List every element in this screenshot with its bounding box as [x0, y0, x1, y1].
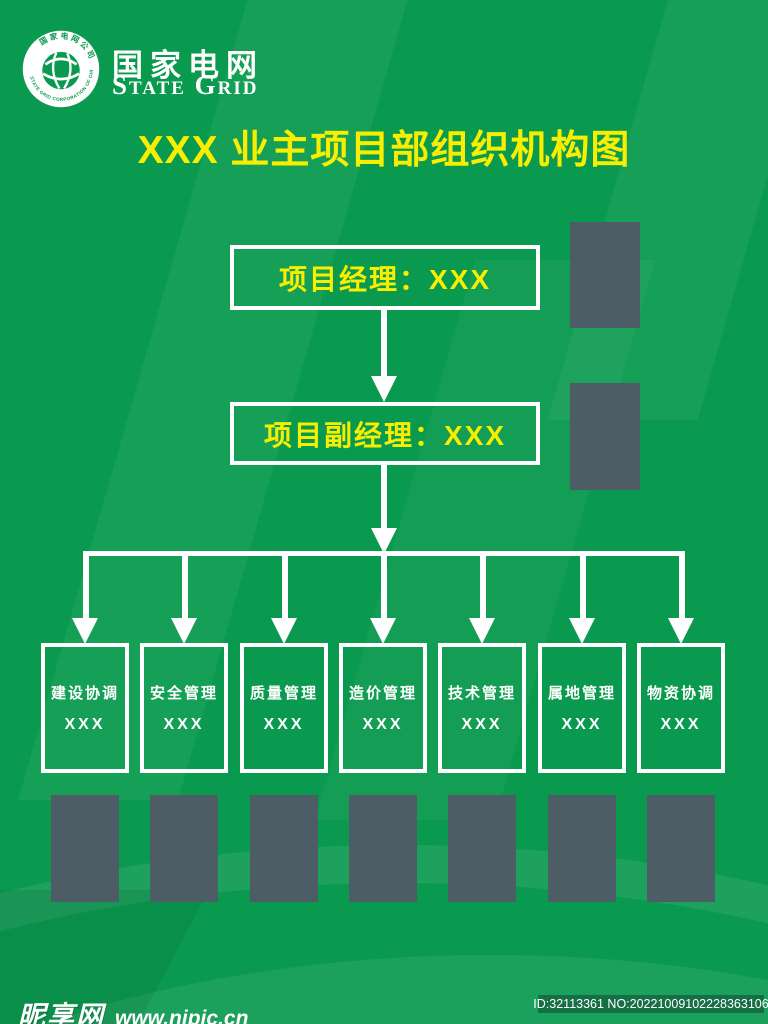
connector-line — [381, 551, 387, 619]
dept-name: 技术管理 — [447, 685, 516, 702]
org-box-dept-technical-management: 技术管理 XXX — [438, 643, 526, 773]
dept-person: XXX — [163, 716, 205, 733]
org-box-deputy-manager: 项目副经理：XXX — [230, 402, 540, 465]
dept-name: 属地管理 — [547, 685, 616, 702]
dept-person: XXX — [64, 716, 106, 733]
state-grid-logo-icon: 国家电网公司 STATE GRID CORPORATION OF CHINA — [22, 30, 100, 108]
image-id-label: ID:32113361 NO:20221009102228363106 — [533, 995, 768, 1013]
dept-name: 物资协调 — [646, 685, 715, 702]
project-manager-label: 项目经理：XXX — [278, 263, 492, 295]
brand-name-en: State Grid — [112, 70, 259, 100]
arrow-down-icon — [371, 528, 397, 554]
watermark-site-name: 昵享网 — [18, 1001, 105, 1024]
arrow-down-icon — [271, 618, 297, 644]
arrow-down-icon — [371, 376, 397, 402]
photo-placeholder-dept — [448, 795, 516, 902]
org-box-dept-materials-coordination: 物资协调 XXX — [637, 643, 725, 773]
connector-line — [381, 464, 387, 530]
arrow-down-icon — [469, 618, 495, 644]
dept-person: XXX — [660, 716, 702, 733]
photo-placeholder-dept — [51, 795, 119, 902]
arrow-down-icon — [171, 618, 197, 644]
arrow-down-icon — [668, 618, 694, 644]
dept-person: XXX — [362, 716, 404, 733]
org-box-dept-construction-coordination: 建设协调 XXX — [41, 643, 129, 773]
photo-placeholder-dept — [349, 795, 417, 902]
photo-placeholder-dept — [548, 795, 616, 902]
connector-line — [381, 309, 387, 378]
photo-placeholder-manager — [570, 222, 640, 328]
org-box-dept-safety-management: 安全管理 XXX — [140, 643, 228, 773]
org-box-dept-quality-management: 质量管理 XXX — [240, 643, 328, 773]
photo-placeholder-dept — [250, 795, 318, 902]
arrow-down-icon — [370, 618, 396, 644]
deputy-manager-label: 项目副经理：XXX — [263, 419, 507, 451]
dept-name: 建设协调 — [50, 685, 119, 702]
arrow-down-icon — [72, 618, 98, 644]
photo-placeholder-dept — [150, 795, 218, 902]
connector-line — [580, 551, 586, 619]
background-band — [547, 0, 768, 420]
connector-line — [182, 551, 188, 619]
connector-line — [679, 551, 685, 619]
connector-line — [480, 551, 486, 619]
org-box-dept-cost-management: 造价管理 XXX — [339, 643, 427, 773]
connector-line — [282, 551, 288, 619]
arrow-down-icon — [569, 618, 595, 644]
watermark: 昵享网 www.nipic.cn — [18, 994, 248, 1024]
dept-person: XXX — [461, 716, 503, 733]
photo-placeholder-deputy — [570, 383, 640, 490]
dept-person: XXX — [561, 716, 603, 733]
org-box-project-manager: 项目经理：XXX — [230, 245, 540, 310]
dept-name: 质量管理 — [249, 685, 318, 702]
watermark-site-url: www.nipic.cn — [115, 1007, 249, 1024]
page-title: XXX 业主项目部组织机构图 — [137, 129, 631, 172]
connector-line — [83, 551, 89, 619]
brand-name-cn: 国家电网 — [112, 48, 264, 83]
photo-placeholder-dept — [647, 795, 715, 902]
dept-name: 造价管理 — [348, 685, 417, 702]
dept-person: XXX — [263, 716, 305, 733]
dept-name: 安全管理 — [149, 685, 218, 702]
org-box-dept-territory-management: 属地管理 XXX — [538, 643, 626, 773]
